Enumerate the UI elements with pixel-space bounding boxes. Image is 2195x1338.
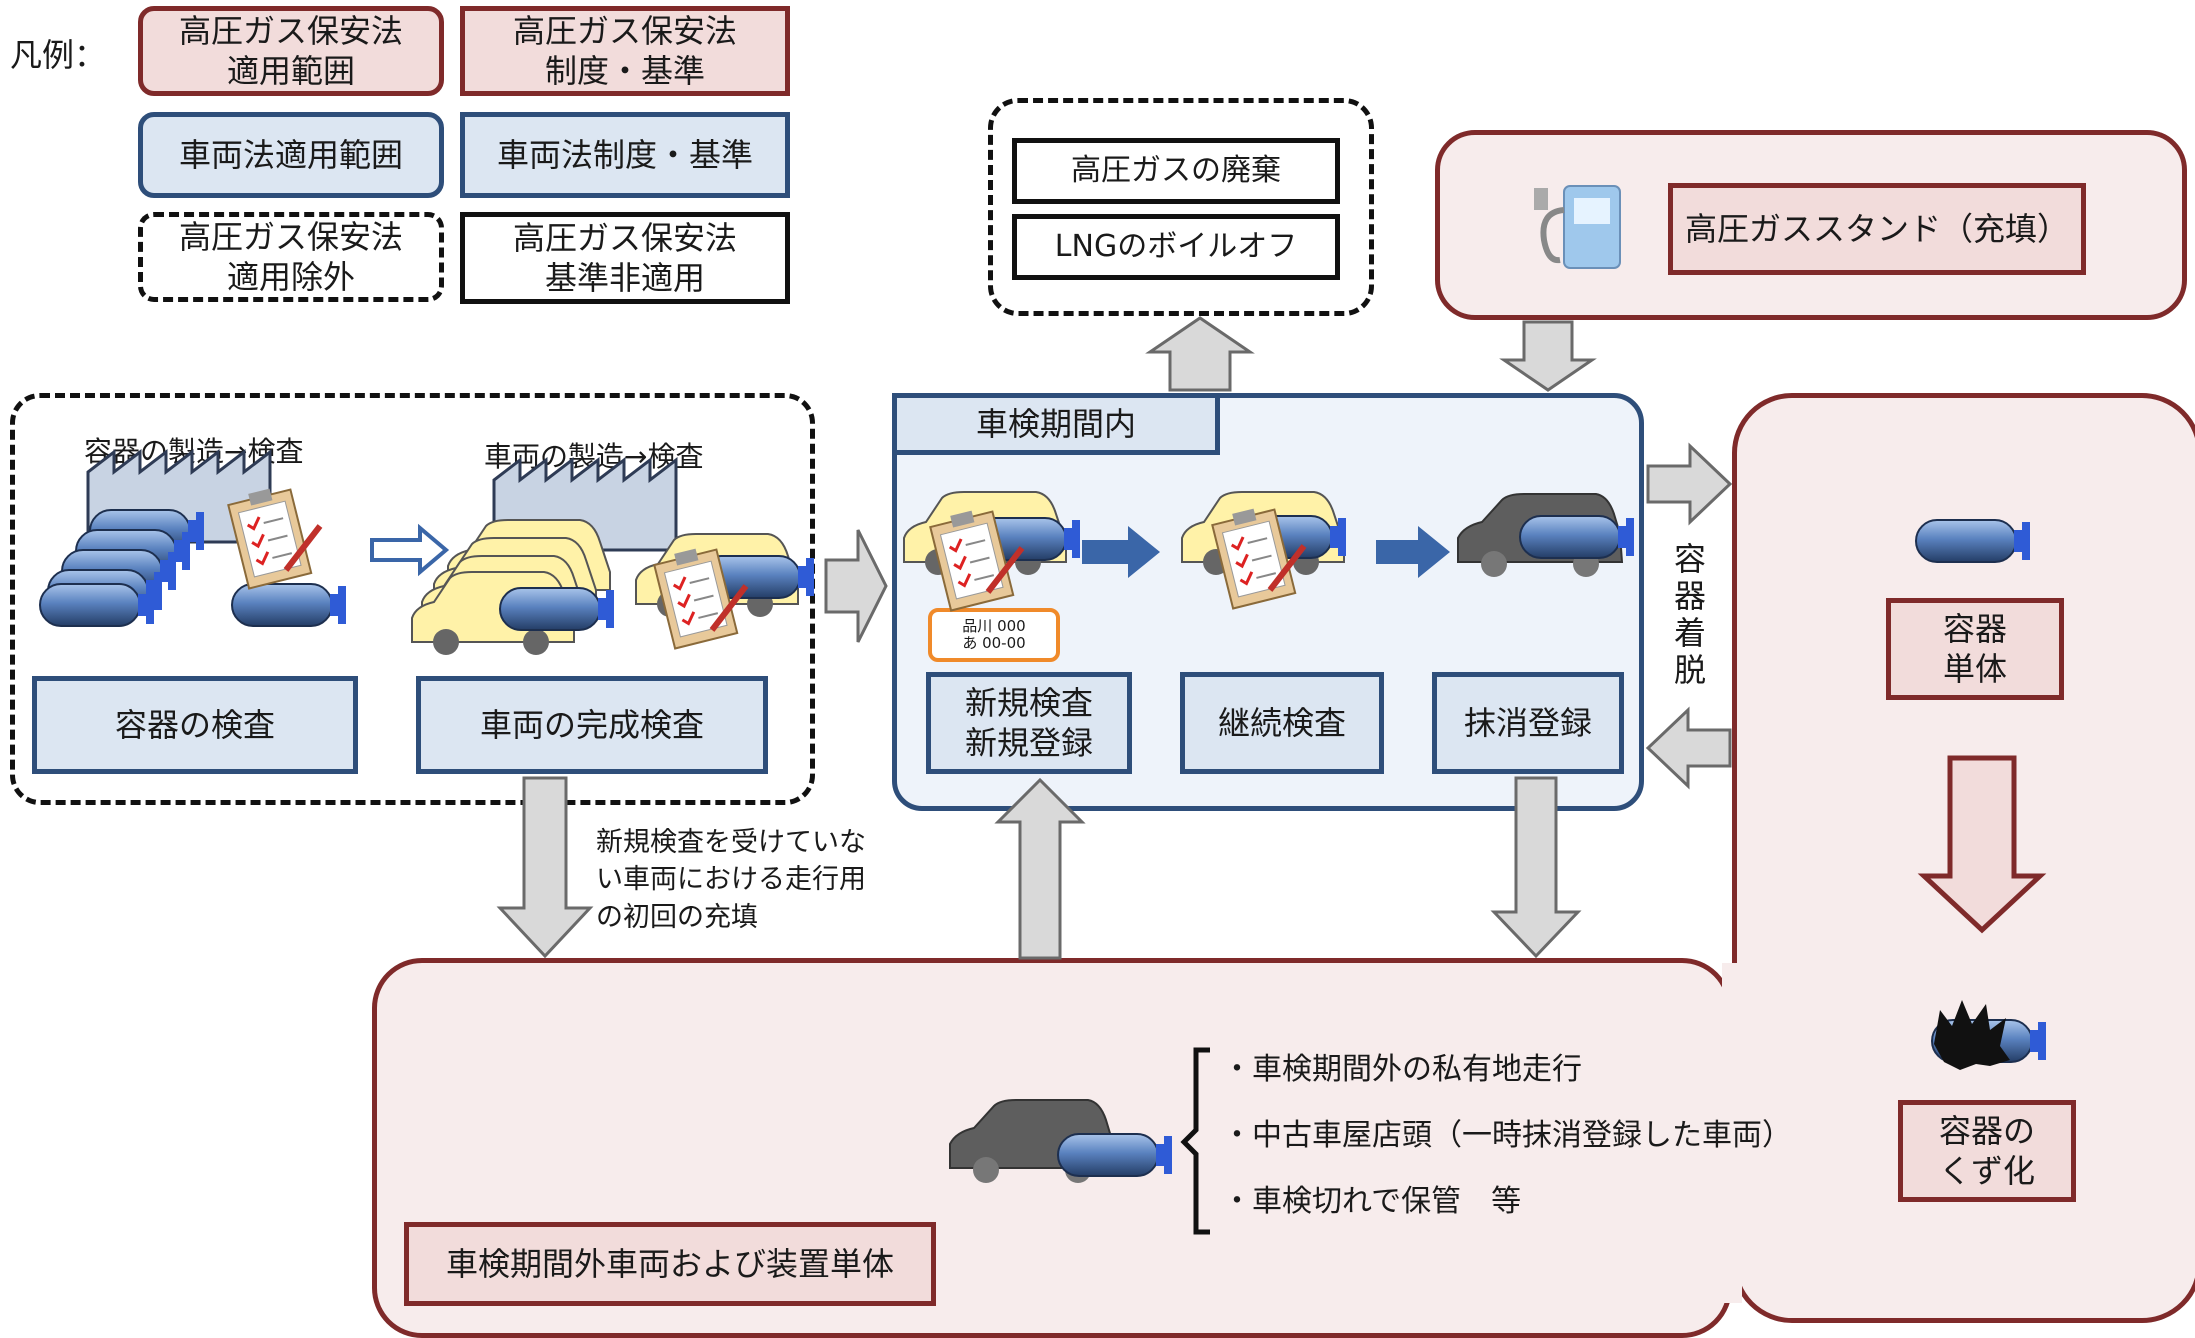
legend-hp-not-applied: 高圧ガス保安法 基準非適用 xyxy=(460,212,790,304)
hp-disposal-box: 高圧ガスの廃棄 xyxy=(1012,138,1340,204)
container-scrap-line2: くず化 xyxy=(1938,1152,2035,1190)
legend-hp-not-applied-line1: 高圧ガス保安法 xyxy=(512,219,737,257)
disposal-region xyxy=(988,98,1374,316)
outside-bullet-1: ・車検期間外の私有地走行 xyxy=(1222,1052,1582,1087)
hollow-arrow-icon xyxy=(370,523,450,577)
legend-vehicle-standard: 車両法制度・基準 xyxy=(460,112,790,198)
gas-dispenser-icon xyxy=(1534,185,1621,269)
cylinder-icon xyxy=(1057,1133,1173,1177)
container-attach-char1: 容 xyxy=(1673,540,1706,579)
legend-hp-standard: 高圧ガス保安法 制度・基準 xyxy=(460,6,790,96)
container-scrap-line1: 容器の xyxy=(1938,1112,2035,1150)
container-single-line2: 単体 xyxy=(1942,650,2007,688)
cylinder-icon xyxy=(1915,519,2031,563)
new-inspection-line2: 新規登録 xyxy=(964,724,1093,762)
legend-hp-excluded: 高圧ガス保安法 適用除外 xyxy=(138,212,444,302)
first-fill-note-line3: の初回の充填 xyxy=(596,901,758,933)
down-arrow-icon xyxy=(496,776,594,959)
legend-hp-range: 高圧ガス保安法 適用範囲 xyxy=(138,6,444,96)
legend-hp-excluded-line2: 適用除外 xyxy=(226,258,355,296)
outside-bullet-3: ・車検切れで保管 等 xyxy=(1222,1184,1522,1219)
container-single-line1: 容器 xyxy=(1942,610,2007,648)
legend-hp-standard-line1: 高圧ガス保安法 xyxy=(512,12,737,50)
scrapped-cylinder-icon xyxy=(1931,1000,2047,1070)
continuous-inspection-box: 継続検査 xyxy=(1180,672,1384,774)
station-box: 高圧ガススタンド（充填） xyxy=(1668,183,2086,275)
bracket-icon xyxy=(1180,1047,1210,1235)
legend-hp-range-line1: 高圧ガス保安法 xyxy=(178,12,403,50)
new-inspection-box: 新規検査 新規登録 xyxy=(926,672,1132,774)
deregistration-box: 抹消登録 xyxy=(1432,672,1624,774)
first-fill-note-line2: い車両における走行用 xyxy=(596,864,866,896)
container-inspection-box: 容器の検査 xyxy=(32,676,358,774)
legend-title: 凡例： xyxy=(10,36,107,74)
left-arrow-icon xyxy=(1645,706,1732,790)
outside-bullet-2: ・中古車屋店頭（一時抹消登録した車両） xyxy=(1222,1118,1792,1153)
legend-vehicle-range: 車両法適用範囲 xyxy=(138,112,444,198)
container-attach-char4: 脱 xyxy=(1673,650,1706,689)
container-attach-label: 容 器 着 脱 xyxy=(1660,540,1720,690)
inspection-period-title: 車検期間内 xyxy=(892,393,1220,455)
container-attach-char2: 器 xyxy=(1673,577,1706,616)
right-arrow-icon xyxy=(1646,442,1733,526)
first-fill-note: 新規検査を受けていな い車両における走行用 の初回の充填 xyxy=(596,824,866,936)
license-plate-line1: 品川 000 xyxy=(962,616,1026,635)
up-arrow-icon xyxy=(1145,316,1255,392)
new-inspection-line1: 新規検査 xyxy=(964,684,1093,722)
inspection-clipboard-icon xyxy=(228,489,320,589)
license-plate-line2: あ 00-00 xyxy=(962,634,1026,652)
blue-arrow-icon xyxy=(1376,526,1450,578)
legend-hp-excluded-line1: 高圧ガス保安法 xyxy=(178,218,403,256)
right-arrow-icon xyxy=(824,529,888,643)
up-arrow-icon xyxy=(994,777,1086,960)
cylinder-icon xyxy=(231,583,347,627)
down-arrow-icon xyxy=(1499,320,1597,392)
first-fill-note-line1: 新規検査を受けていな xyxy=(596,827,866,858)
manufacturing-region xyxy=(10,393,815,805)
outside-period-list: ・車検期間外の私有地走行 ・中古車屋店頭（一時抹消登録した車両） ・車検切れで保… xyxy=(1222,1044,1792,1242)
license-plate: 品川 000 あ 00-00 xyxy=(928,608,1060,662)
region-join xyxy=(1722,963,1742,1303)
vehicle-inspection-box: 車両の完成検査 xyxy=(416,676,768,774)
down-arrow-icon xyxy=(1917,755,2047,934)
outside-period-label: 車検期間外車両および装置単体 xyxy=(404,1222,936,1306)
lng-boiloff-box: LNGのボイルオフ xyxy=(1012,214,1340,280)
container-scrap-box: 容器の くず化 xyxy=(1898,1100,2076,1202)
container-single-box: 容器 単体 xyxy=(1886,598,2064,700)
legend-hp-not-applied-line2: 基準非適用 xyxy=(544,259,705,297)
diagram-graphics xyxy=(39,185,2047,1235)
legend-hp-standard-line2: 制度・基準 xyxy=(544,52,705,90)
container-attach-char3: 着 xyxy=(1673,614,1706,652)
blue-arrow-icon xyxy=(1082,526,1160,578)
legend-hp-range-line2: 適用範囲 xyxy=(226,52,355,90)
down-arrow-icon xyxy=(1490,776,1582,959)
